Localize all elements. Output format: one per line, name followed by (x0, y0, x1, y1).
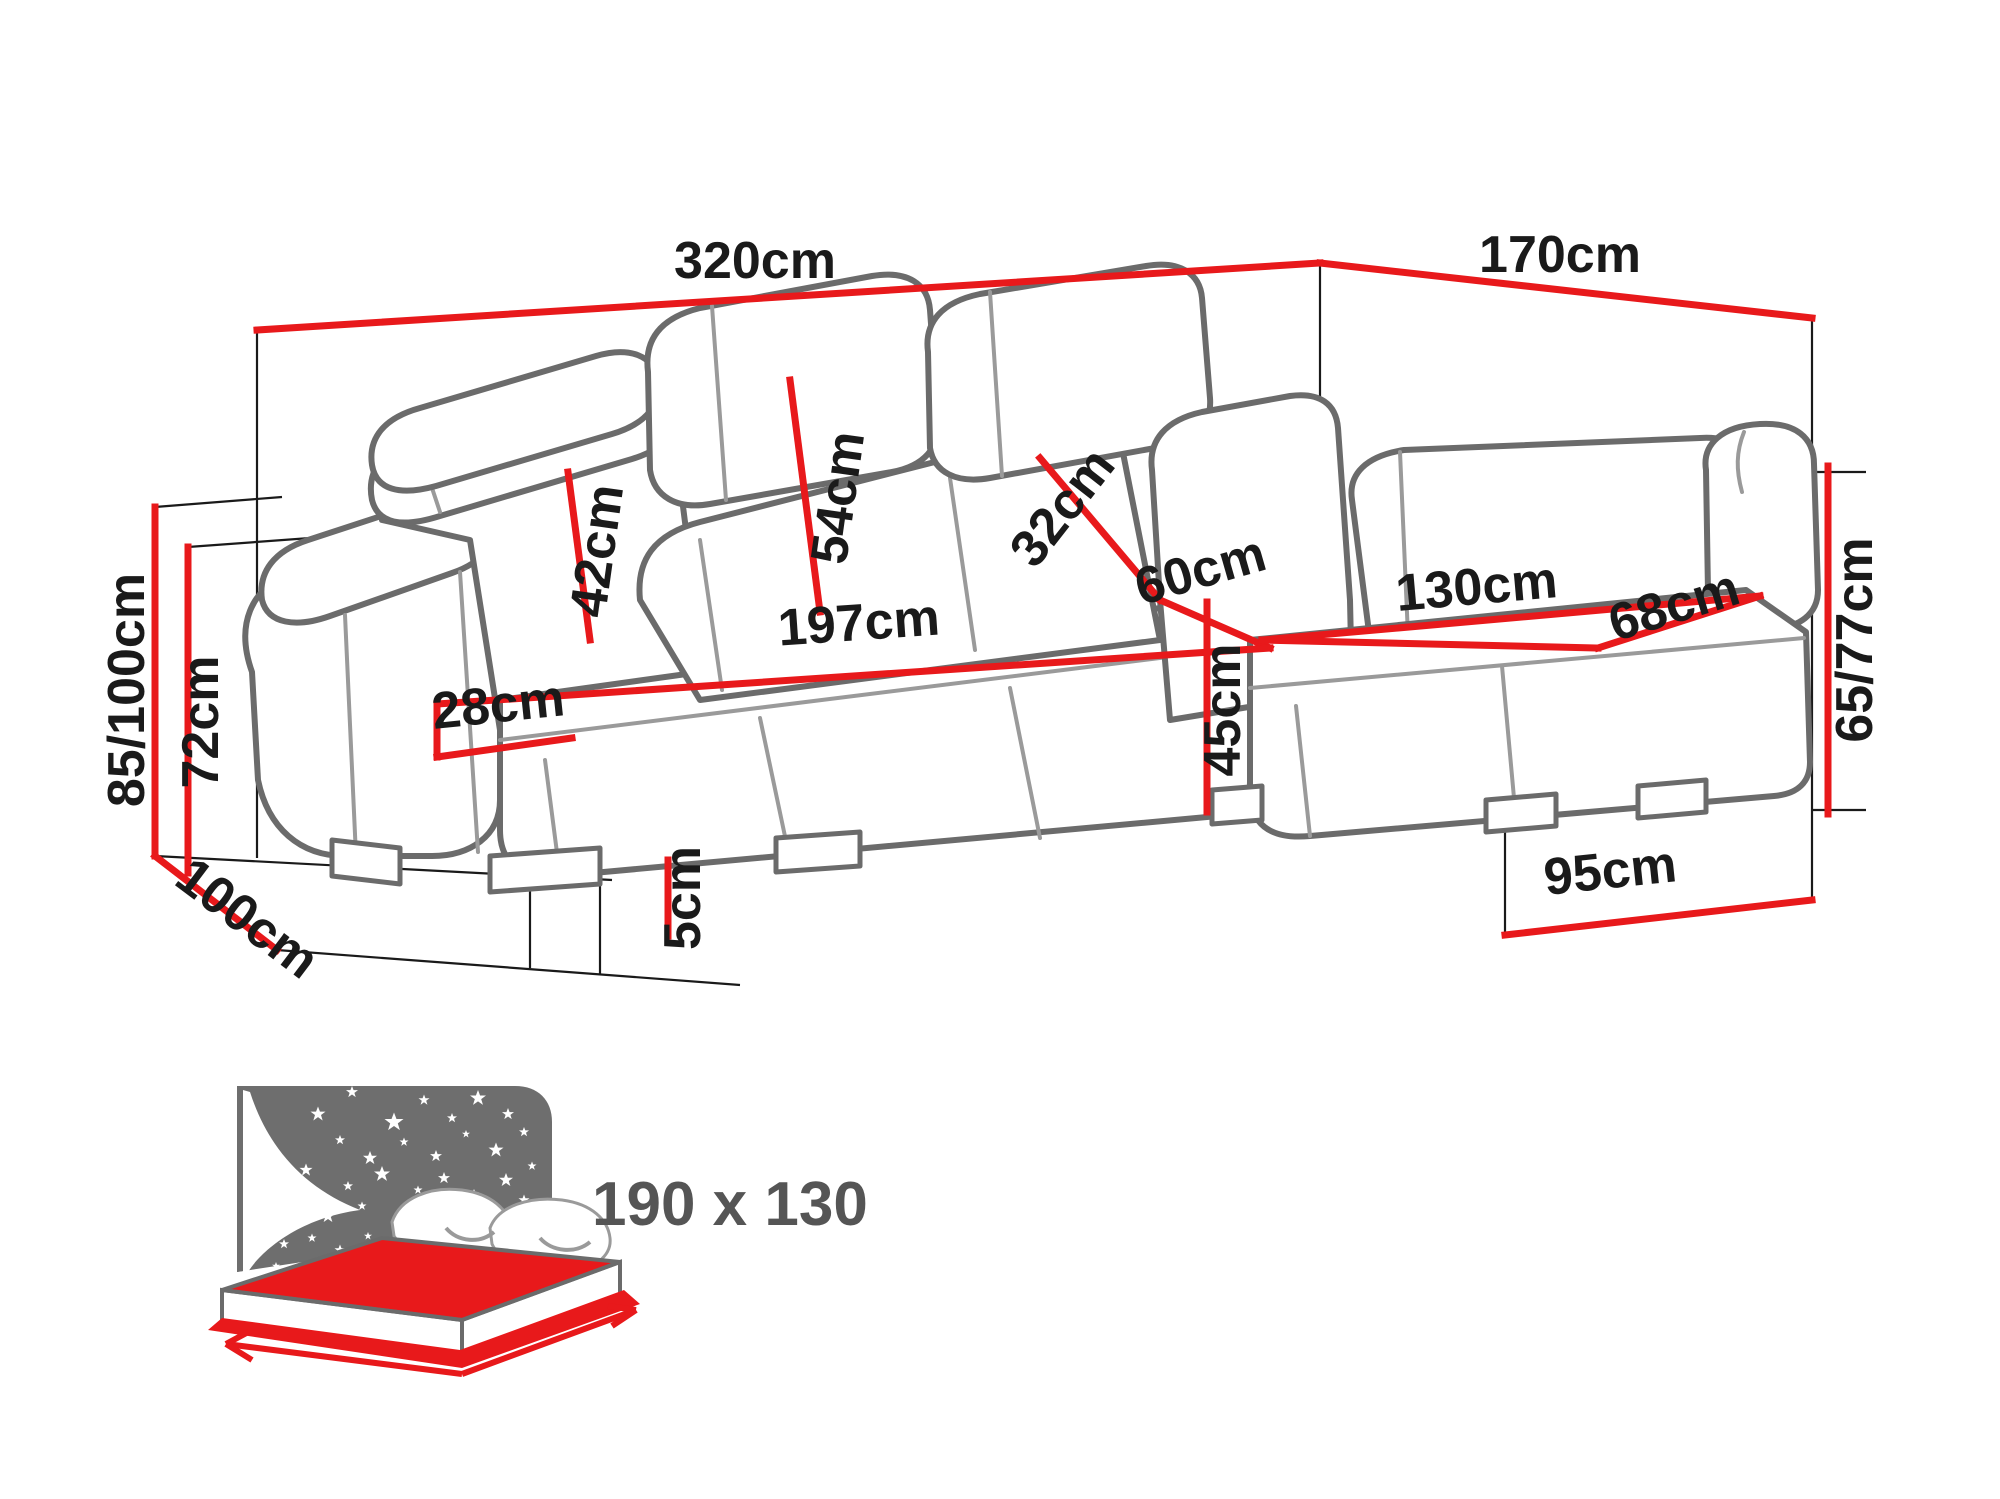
label-overall-height: 85/100cm (98, 573, 156, 807)
label-chaise-height: 65/77cm (1826, 537, 1884, 742)
dimline-chaise-base-depth (1501, 896, 1816, 939)
dimline-armrest-width (433, 734, 576, 761)
dimline-headrest-right (1035, 453, 1165, 605)
label-back-height: 72cm (172, 656, 230, 789)
label-leg-height: 5cm (654, 846, 712, 950)
label-total-depth-right: 170cm (1479, 226, 1641, 284)
dimline-headrest-middle (786, 376, 824, 616)
label-chaise-base-depth: 95cm (1541, 835, 1679, 907)
label-armrest-width: 28cm (429, 669, 567, 741)
sofa-illustration (242, 261, 1821, 895)
label-total-depth-left: 100cm (165, 847, 329, 991)
label-seat-width: 197cm (776, 588, 942, 657)
bed-size-label: 190 x 130 (592, 1170, 868, 1239)
dimline-chaise-length (1258, 592, 1764, 644)
bed-size-icon: 190 x 130 (208, 1086, 868, 1377)
dimline-total-width (253, 259, 1324, 334)
dimline-chaise-depth (1593, 591, 1765, 653)
label-seat-height: 45cm (1194, 644, 1252, 777)
dimline-chaise-depth-lower (1258, 636, 1602, 652)
mattress-dim-arrows (224, 1303, 638, 1377)
dimline-total-depth-left (150, 851, 282, 955)
label-chaise-length: 130cm (1393, 551, 1559, 623)
dimension-lines (150, 259, 1832, 955)
label-total-width: 320cm (674, 232, 836, 290)
dimline-total-depth-right (1316, 259, 1816, 322)
dimline-seat-width (433, 644, 1274, 708)
dimline-headrest-left (564, 468, 594, 644)
mattress-base-slab (208, 1290, 640, 1368)
dimline-backrest-depth (1155, 595, 1275, 653)
